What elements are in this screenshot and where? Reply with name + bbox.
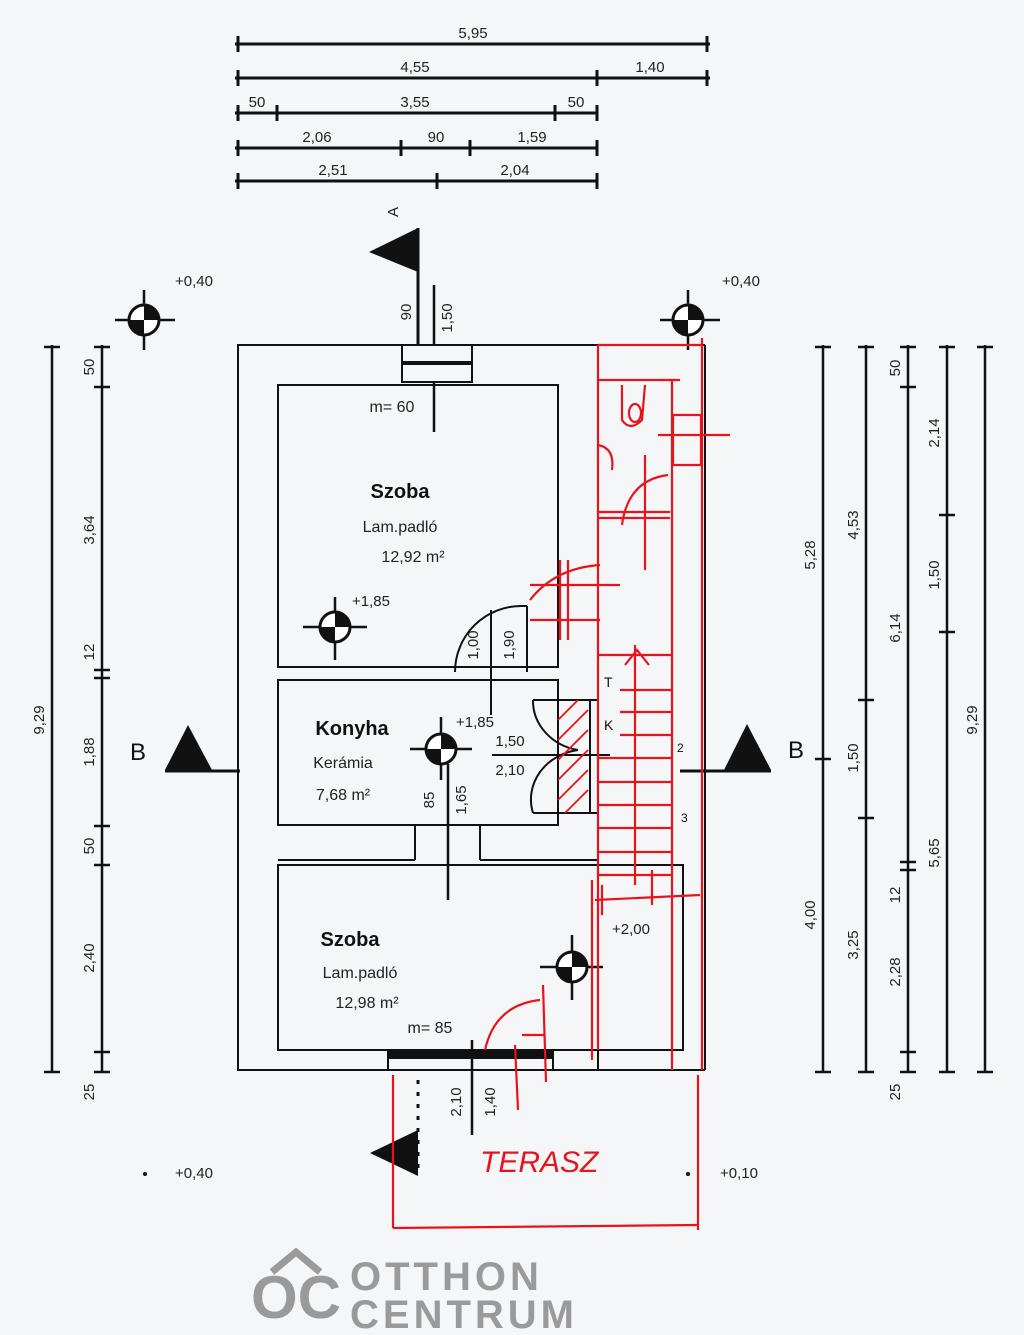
level-bottom-right: +0,10: [720, 1165, 758, 1182]
stair-label-3: 3: [681, 811, 688, 825]
kitchen-walls: [277, 679, 598, 861]
dim-top-row3-c: 50: [568, 94, 585, 111]
level-marker-icon: [660, 290, 720, 350]
red-markup-bathroom: [529, 338, 730, 1070]
room-2-floor: Lam.padló: [323, 965, 398, 982]
kitchen-area: 7,68 m²: [316, 787, 371, 804]
dim-double-door-height: 2,10: [495, 762, 524, 779]
level-marker-icon: [410, 717, 472, 780]
dim-left-total: 9,29: [31, 705, 48, 734]
dim-top-row4-b: 90: [428, 129, 445, 146]
watermark-logo-letters: OC: [251, 1264, 341, 1331]
dim-right-c1-b: 4,00: [802, 900, 819, 929]
room-2-area: 12,98 m²: [335, 995, 399, 1012]
level-kitchen: +1,85: [456, 714, 494, 731]
level-room-1: +1,85: [352, 593, 390, 610]
level-top-right: +0,40: [722, 273, 760, 290]
room-2-walls: [277, 864, 684, 1051]
dim-left-seg6: 2,40: [81, 943, 98, 972]
dim-bottom-door-width: 2,10: [448, 1087, 465, 1116]
dim-right-c2-b: 1,50: [845, 743, 862, 772]
stair-labels: T K 2 3: [604, 674, 688, 825]
dim-kitchen-door-width: 85: [421, 792, 438, 809]
level-room-2: +2,00: [612, 921, 650, 938]
room-1-walls: [277, 384, 559, 668]
room-1-door: [454, 605, 528, 715]
dim-right-c3-c: 12: [887, 887, 904, 904]
dim-right-c4-a: 2,14: [926, 418, 943, 447]
dim-kitchen-door-height: 1,65: [453, 785, 470, 814]
dim-top-row2-b: 1,40: [635, 59, 664, 76]
dim-right-c3-d: 2,28: [887, 957, 904, 986]
watermark-line1: OTTHON: [350, 1255, 543, 1299]
dim-left-seg4: 1,88: [81, 737, 98, 766]
dim-left-seg3: 12: [81, 644, 98, 661]
watermark-line2: CENTRUM: [350, 1293, 578, 1335]
kitchen-floor: Kerámia: [313, 755, 373, 772]
room-2-name: Szoba: [321, 929, 381, 951]
dim-left-seg5: 50: [81, 838, 98, 855]
level-marker-icon: [115, 290, 175, 350]
stair-label-t: T: [604, 674, 613, 690]
section-b-left-marker-icon: [165, 725, 240, 773]
room-1-area: 12,92 m²: [381, 549, 445, 566]
level-bottom-left: +0,40: [175, 1165, 213, 1182]
section-b-left-label: B: [130, 739, 146, 766]
dim-top-row2-a: 4,55: [400, 59, 429, 76]
level-marker-icon: [303, 597, 367, 660]
dim-right-c2-a: 4,53: [845, 510, 862, 539]
dim-right-c3-b: 6,14: [887, 613, 904, 642]
dim-bottom-door-height: 1,40: [482, 1087, 499, 1116]
dim-top-row3-b: 3,55: [400, 94, 429, 111]
dim-top-window-height: 1,50: [439, 303, 456, 332]
terrace-label: TERASZ: [480, 1146, 600, 1179]
dim-right-c4-b: 1,50: [926, 560, 943, 589]
double-door-hatching: [557, 699, 589, 814]
dim-top-row5-b: 2,04: [500, 162, 529, 179]
dim-top-row4-a: 2,06: [302, 129, 331, 146]
level-marker-icon: [540, 935, 603, 1000]
dim-top-total: 5,95: [458, 25, 487, 42]
bottom-door: [387, 1040, 554, 1135]
top-dimension-chains: [235, 36, 710, 189]
double-door: [492, 699, 610, 814]
stair-label-2: 2: [677, 741, 684, 755]
room-1-floor: Lam.padló: [363, 519, 438, 536]
terrace-outline: [391, 1075, 700, 1230]
dim-right-c3-e: 25: [887, 1084, 904, 1101]
dim-top-row5-a: 2,51: [318, 162, 347, 179]
dim-right-c3-a: 50: [887, 360, 904, 377]
dim-top-window-width: 90: [398, 304, 415, 321]
top-window-sill: m= 60: [370, 399, 415, 416]
room-1-name: Szoba: [371, 481, 431, 503]
otthon-centrum-watermark: OC OTTHON CENTRUM: [251, 1247, 578, 1335]
dim-door1-width: 1,00: [465, 630, 482, 659]
red-markup-stairs: [590, 645, 701, 1060]
right-dimension-chains: [815, 345, 993, 1074]
left-dimension-chains: [44, 345, 110, 1074]
red-markup-door: [483, 984, 548, 1111]
section-b-right-marker-icon: [680, 724, 771, 773]
dim-door1-height: 1,90: [501, 630, 518, 659]
dim-left-seg7: 25: [81, 1084, 98, 1101]
dim-right-c2-c: 3,25: [845, 930, 862, 959]
dim-right-c1-a: 5,28: [802, 540, 819, 569]
dim-top-row3-a: 50: [249, 94, 266, 111]
dim-left-seg2: 3,64: [81, 515, 98, 544]
section-a-label: A: [385, 207, 402, 217]
dim-top-row4-c: 1,59: [517, 129, 546, 146]
stair-label-k: K: [604, 717, 614, 733]
dim-right-c4-c: 5,65: [926, 838, 943, 867]
level-top-left: +0,40: [175, 273, 213, 290]
dim-right-c5: 9,29: [964, 705, 981, 734]
kitchen-name: Konyha: [315, 718, 389, 740]
dim-double-door-width: 1,50: [495, 733, 524, 750]
section-b-right-label: B: [788, 737, 804, 764]
top-window: [401, 344, 473, 383]
dim-left-seg1: 50: [81, 359, 98, 376]
bottom-window-sill: m= 85: [408, 1020, 453, 1037]
